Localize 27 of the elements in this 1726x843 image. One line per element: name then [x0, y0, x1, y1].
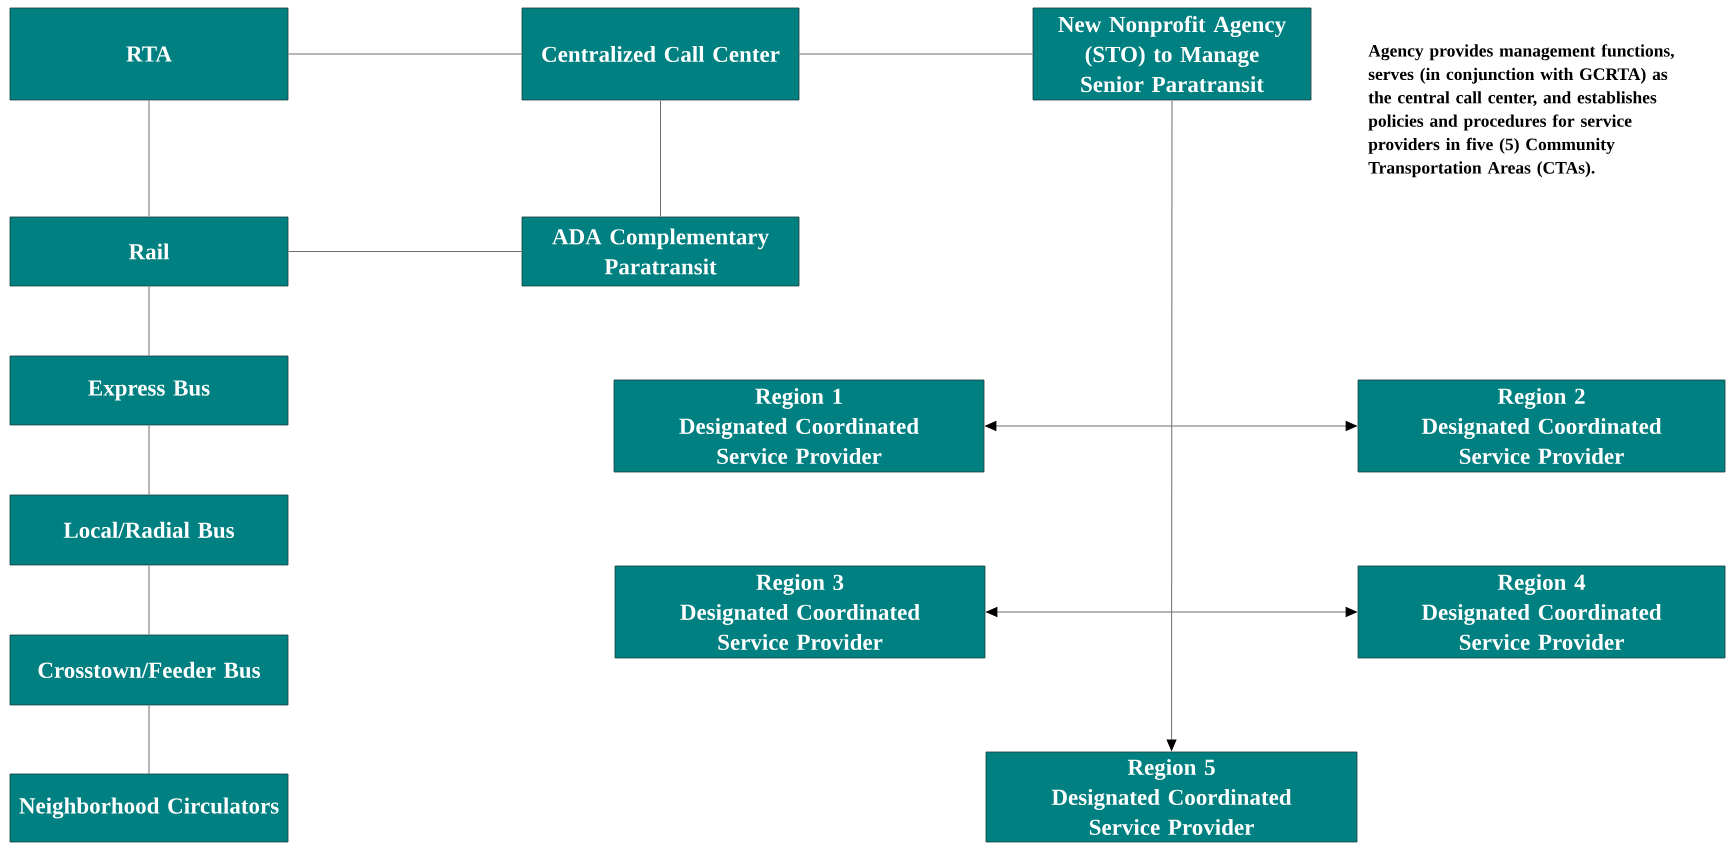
connector-line: [148, 564, 150, 636]
connector-line: [148, 424, 150, 496]
process-box: Local/Radial Bus: [9, 494, 289, 566]
process-box: Crosstown/Feeder Bus: [9, 634, 289, 706]
process-box: Region 5 Designated Coordinated Service Provider: [985, 751, 1358, 843]
connector-line: [798, 53, 1034, 55]
process-box: RTA: [9, 7, 289, 101]
note-text: Agency provides management functions, serves (in conjunction with GCRTA) as the central call center, and establishes policies and procedures for service providers in five (5) Community Transportation Areas (CTAs).: [1368, 44, 1674, 178]
connector-line: [660, 99, 661, 218]
process-box: New Nonprofit Agency (STO) to Manage Senior Paratransit: [1032, 7, 1312, 101]
process-box: Centralized Call Center: [521, 7, 800, 101]
connector-line: [287, 251, 523, 252]
process-box: Neighborhood Circulators: [9, 773, 289, 843]
arrow: [985, 421, 1357, 431]
process-box: Region 4 Designated Coordinated Service Provider: [1357, 565, 1726, 659]
connector-line: [148, 704, 150, 775]
process-box: Express Bus: [9, 355, 289, 426]
connector-line: [148, 99, 150, 218]
arrow: [1166, 99, 1177, 751]
process-box: Region 3 Designated Coordinated Service Provider: [614, 565, 986, 659]
process-box: Region 1 Designated Coordinated Service Provider: [613, 379, 985, 473]
process-box: Region 2 Designated Coordinated Service Provider: [1357, 379, 1726, 473]
process-box: Rail: [9, 216, 289, 287]
connector-line: [287, 53, 523, 55]
arrow: [986, 607, 1357, 617]
process-box: ADA Complementary Paratransit: [521, 216, 800, 287]
connector-line: [148, 285, 150, 357]
